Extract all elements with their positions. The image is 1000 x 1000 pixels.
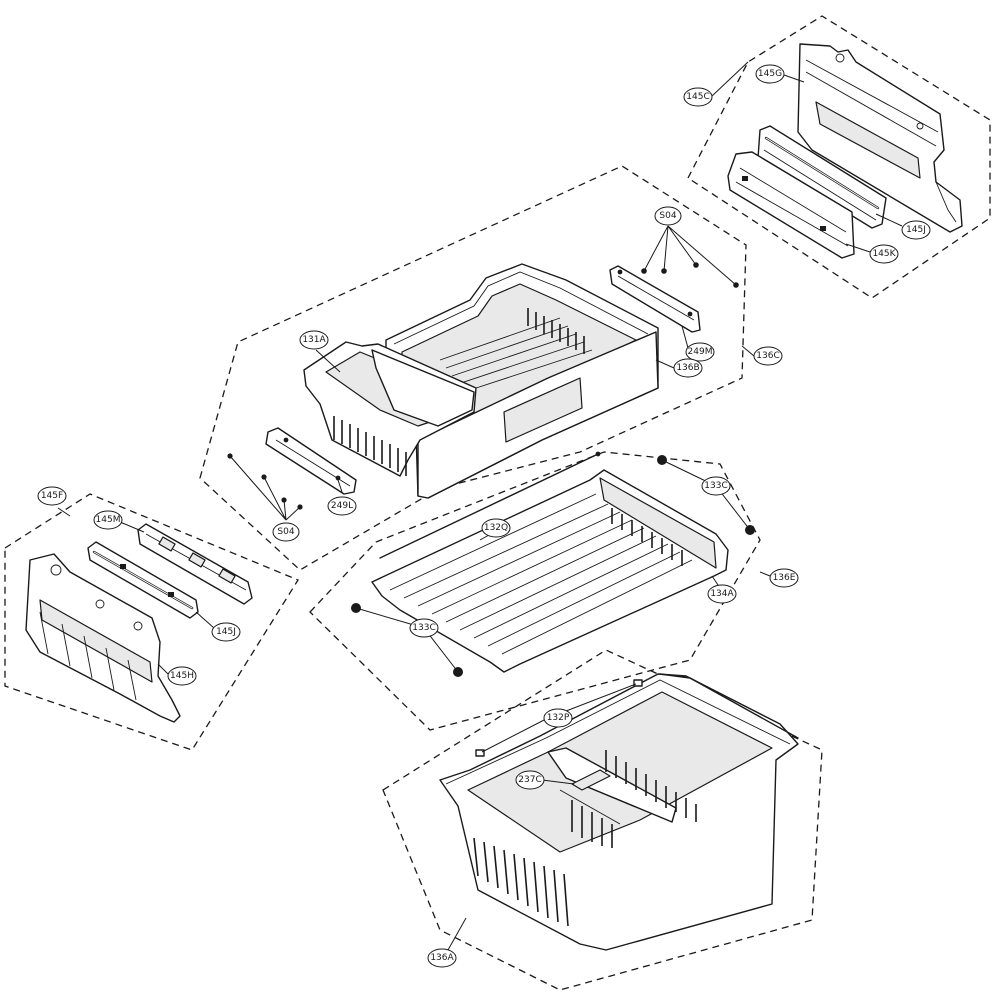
svg-text:134A: 134A <box>710 589 734 599</box>
part-145M-slide-cover <box>137 523 253 605</box>
part-145J-slide-rail-left <box>87 541 199 619</box>
part-131A-small-bin <box>303 341 477 477</box>
svg-text:145J: 145J <box>906 225 926 235</box>
svg-text:136B: 136B <box>676 363 699 373</box>
svg-text:237C: 237C <box>518 775 541 785</box>
callout-132P: 132P <box>543 708 573 728</box>
svg-text:136E: 136E <box>773 573 796 583</box>
svg-text:131A: 131A <box>302 335 326 345</box>
svg-text:145K: 145K <box>872 249 896 259</box>
callout-145J-top: 145J <box>901 220 931 240</box>
part-145G-rail-bracket <box>797 43 963 233</box>
callout-145J-left: 145J <box>211 622 241 642</box>
svg-text:145M: 145M <box>96 515 121 525</box>
svg-text:S04: S04 <box>659 211 676 221</box>
callout-S04-top: S04 <box>654 206 682 226</box>
callout-136B: 136B <box>673 358 703 378</box>
svg-text:S04: S04 <box>277 527 294 537</box>
callout-136E: 136E <box>769 568 799 588</box>
part-134A-wire-shelf <box>371 469 729 673</box>
group-outline-136C <box>199 165 747 571</box>
group-outline-145F <box>4 493 299 751</box>
callout-145H: 145H <box>167 666 197 686</box>
callout-145F: 145F <box>37 486 67 506</box>
svg-text:249L: 249L <box>331 501 353 511</box>
part-249L-bracket-left <box>265 427 357 495</box>
part-132P-clips <box>475 679 643 757</box>
callout-136A: 136A <box>427 948 457 968</box>
callout-145G: 145G <box>755 64 785 84</box>
svg-text:145F: 145F <box>41 491 63 501</box>
svg-text:145J: 145J <box>216 627 236 637</box>
callout-133C-top: 133C <box>701 476 731 496</box>
part-145H-rail-bracket-left <box>25 553 181 723</box>
svg-text:249M: 249M <box>688 347 713 357</box>
callout-134A: 134A <box>707 584 737 604</box>
part-237C-divider <box>571 769 611 791</box>
part-249M-bracket-right <box>609 265 701 333</box>
leader-lines <box>57 61 903 951</box>
svg-text:133C: 133C <box>704 481 727 491</box>
part-S04-screws-bottom <box>227 453 303 510</box>
callout-249L: 249L <box>327 496 357 516</box>
svg-text:145G: 145G <box>758 69 782 79</box>
svg-text:132P: 132P <box>547 713 570 723</box>
callout-237C: 237C <box>515 770 545 790</box>
callout-S04-bottom: S04 <box>272 522 300 542</box>
svg-text:132Q: 132Q <box>484 523 508 533</box>
callout-131A: 131A <box>299 330 329 350</box>
group-outline-136E <box>309 451 761 731</box>
callout-145K: 145K <box>869 244 899 264</box>
callout-136C: 136C <box>753 346 783 366</box>
svg-text:136C: 136C <box>756 351 779 361</box>
svg-text:136A: 136A <box>430 953 454 963</box>
part-136A-lower-drawer <box>439 673 799 951</box>
callout-249M: 249M <box>685 342 715 362</box>
svg-text:133C: 133C <box>412 623 435 633</box>
svg-text:145H: 145H <box>170 671 194 681</box>
callout-132Q: 132Q <box>481 518 511 538</box>
part-132Q-shelf-rail <box>379 451 601 559</box>
svg-text:145C: 145C <box>686 92 709 102</box>
callout-133C-bottom: 133C <box>409 618 439 638</box>
part-145K-slide-rail-lower <box>727 151 855 259</box>
callout-145C: 145C <box>683 87 713 107</box>
callout-145M: 145M <box>93 510 123 530</box>
